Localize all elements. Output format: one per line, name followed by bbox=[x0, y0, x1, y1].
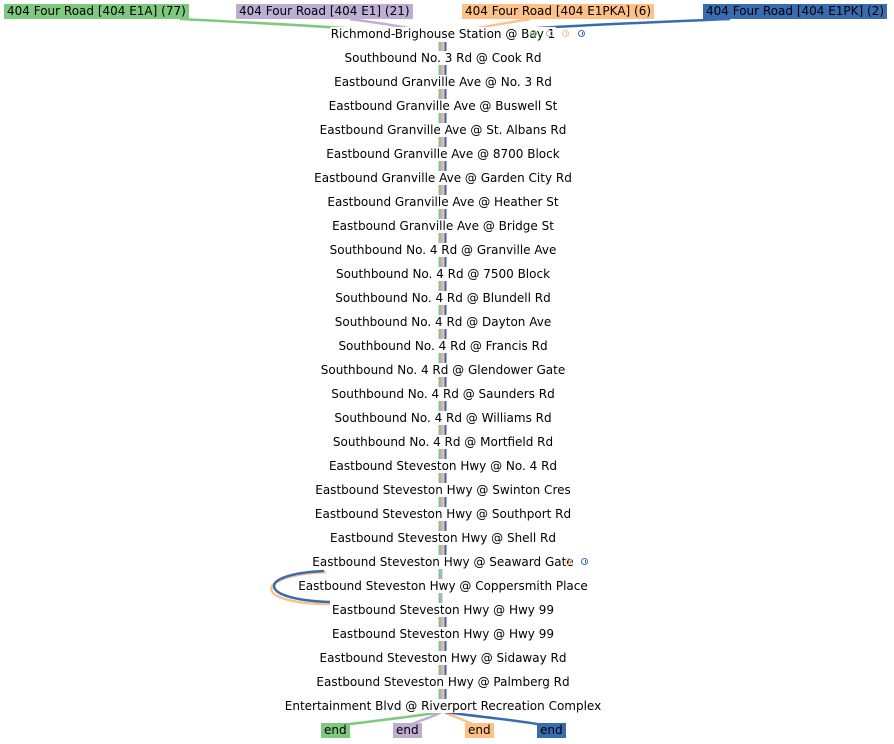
stop-label: Southbound No. 4 Rd @ 7500 Block bbox=[0, 266, 886, 282]
stop-name: Eastbound Granville Ave @ Bridge St bbox=[331, 219, 555, 233]
stop-name: Eastbound Steveston Hwy @ No. 4 Rd bbox=[327, 459, 559, 473]
clock-icon bbox=[581, 558, 588, 565]
end-label-e1pk: end bbox=[537, 723, 566, 738]
stop-name: Southbound No. 3 Rd @ Cook Rd bbox=[343, 51, 543, 65]
stop-label: Richmond-Brighouse Station @ Bay 1 bbox=[0, 26, 886, 42]
stop-label: Eastbound Granville Ave @ No. 3 Rd bbox=[0, 74, 886, 90]
route-label-e1: 404 Four Road [404 E1] (21) bbox=[236, 4, 413, 19]
stop-name: Eastbound Granville Ave @ Heather St bbox=[326, 195, 560, 209]
stop-label: Eastbound Steveston Hwy @ Hwy 99 bbox=[0, 602, 886, 618]
end-label-e1a: end bbox=[321, 723, 350, 738]
stop-label: Eastbound Steveston Hwy @ No. 4 Rd bbox=[0, 458, 886, 474]
stop-name: Eastbound Steveston Hwy @ Sidaway Rd bbox=[318, 651, 568, 665]
end-label-e1pka: end bbox=[465, 723, 494, 738]
clock-icon bbox=[578, 30, 585, 37]
stop-label: Eastbound Steveston Hwy @ Shell Rd bbox=[0, 530, 886, 546]
stop-label: Southbound No. 4 Rd @ Mortfield Rd bbox=[0, 434, 886, 450]
stop-label: Eastbound Granville Ave @ Garden City Rd bbox=[0, 170, 886, 186]
stop-label: Eastbound Steveston Hwy @ Swinton Cres bbox=[0, 482, 886, 498]
stop-name: Southbound No. 4 Rd @ Francis Rd bbox=[337, 339, 549, 353]
clock-icon bbox=[565, 558, 572, 565]
route-label-e1pka: 404 Four Road [404 E1PKA] (6) bbox=[462, 4, 655, 19]
stop-name: Eastbound Steveston Hwy @ Coppersmith Pl… bbox=[297, 579, 589, 593]
stop-label: Eastbound Steveston Hwy @ Coppersmith Pl… bbox=[0, 578, 886, 594]
stop-name: Eastbound Steveston Hwy @ Hwy 99 bbox=[331, 627, 555, 641]
stop-label: Southbound No. 4 Rd @ Francis Rd bbox=[0, 338, 886, 354]
stop-name: Entertainment Blvd @ Riverport Recreatio… bbox=[283, 699, 603, 713]
stop-label: Eastbound Steveston Hwy @ Seaward Gate bbox=[0, 554, 886, 570]
stop-name: Eastbound Granville Ave @ Garden City Rd bbox=[313, 171, 573, 185]
stop-name: Southbound No. 4 Rd @ Mortfield Rd bbox=[331, 435, 555, 449]
stop-label: Southbound No. 4 Rd @ Saunders Rd bbox=[0, 386, 886, 402]
clock-icon bbox=[546, 30, 553, 37]
stop-name: Eastbound Steveston Hwy @ Shell Rd bbox=[328, 531, 557, 545]
stop-name: Southbound No. 4 Rd @ Blundell Rd bbox=[334, 291, 552, 305]
stop-label: Eastbound Steveston Hwy @ Sidaway Rd bbox=[0, 650, 886, 666]
stop-name: Southbound No. 4 Rd @ Glendower Gate bbox=[319, 363, 567, 377]
stop-label: Eastbound Granville Ave @ St. Albans Rd bbox=[0, 122, 886, 138]
stop-name: Eastbound Granville Ave @ St. Albans Rd bbox=[318, 123, 568, 137]
stop-label: Southbound No. 4 Rd @ Granville Ave bbox=[0, 242, 886, 258]
stop-name: Eastbound Steveston Hwy @ Palmberg Rd bbox=[315, 675, 571, 689]
stop-name: Southbound No. 4 Rd @ Dayton Ave bbox=[333, 315, 553, 329]
route-label-e1a: 404 Four Road [404 E1A] (77) bbox=[4, 4, 189, 19]
stop-label: Southbound No. 4 Rd @ Blundell Rd bbox=[0, 290, 886, 306]
stop-label: Southbound No. 4 Rd @ Williams Rd bbox=[0, 410, 886, 426]
stop-name: Southbound No. 4 Rd @ Granville Ave bbox=[328, 243, 558, 257]
end-label-e1: end bbox=[393, 723, 422, 738]
stop-label: Eastbound Granville Ave @ Buswell St bbox=[0, 98, 886, 114]
stop-name: Eastbound Granville Ave @ Buswell St bbox=[327, 99, 559, 113]
stop-name: Eastbound Steveston Hwy @ Swinton Cres bbox=[314, 483, 572, 497]
stop-name: Southbound No. 4 Rd @ Williams Rd bbox=[333, 411, 553, 425]
stop-name: Southbound No. 4 Rd @ 7500 Block bbox=[334, 267, 552, 281]
stop-label: Southbound No. 3 Rd @ Cook Rd bbox=[0, 50, 886, 66]
stop-label: Entertainment Blvd @ Riverport Recreatio… bbox=[0, 698, 886, 714]
clock-icon bbox=[530, 30, 537, 37]
stop-name: Eastbound Steveston Hwy @ Southport Rd bbox=[313, 507, 573, 521]
clock-icon bbox=[562, 30, 569, 37]
stop-label: Eastbound Steveston Hwy @ Hwy 99 bbox=[0, 626, 886, 642]
stop-label: Eastbound Steveston Hwy @ Palmberg Rd bbox=[0, 674, 886, 690]
stop-name: Eastbound Granville Ave @ No. 3 Rd bbox=[333, 75, 553, 89]
route-label-e1pk: 404 Four Road [404 E1PK] (2) bbox=[703, 4, 888, 19]
route-detour-e1pka bbox=[270, 570, 331, 606]
route-detour-e1pk bbox=[272, 569, 331, 604]
stop-name: Eastbound Steveston Hwy @ Hwy 99 bbox=[331, 603, 555, 617]
stop-label: Southbound No. 4 Rd @ Glendower Gate bbox=[0, 362, 886, 378]
stop-label: Eastbound Granville Ave @ 8700 Block bbox=[0, 146, 886, 162]
stop-name: Eastbound Granville Ave @ 8700 Block bbox=[325, 147, 561, 161]
stop-label: Eastbound Steveston Hwy @ Southport Rd bbox=[0, 506, 886, 522]
stop-name: Eastbound Steveston Hwy @ Seaward Gate bbox=[311, 555, 575, 569]
stop-name: Southbound No. 4 Rd @ Saunders Rd bbox=[330, 387, 556, 401]
stop-label: Eastbound Granville Ave @ Heather St bbox=[0, 194, 886, 210]
stop-name: Richmond-Brighouse Station @ Bay 1 bbox=[329, 27, 557, 41]
stop-label: Eastbound Granville Ave @ Bridge St bbox=[0, 218, 886, 234]
stop-label: Southbound No. 4 Rd @ Dayton Ave bbox=[0, 314, 886, 330]
